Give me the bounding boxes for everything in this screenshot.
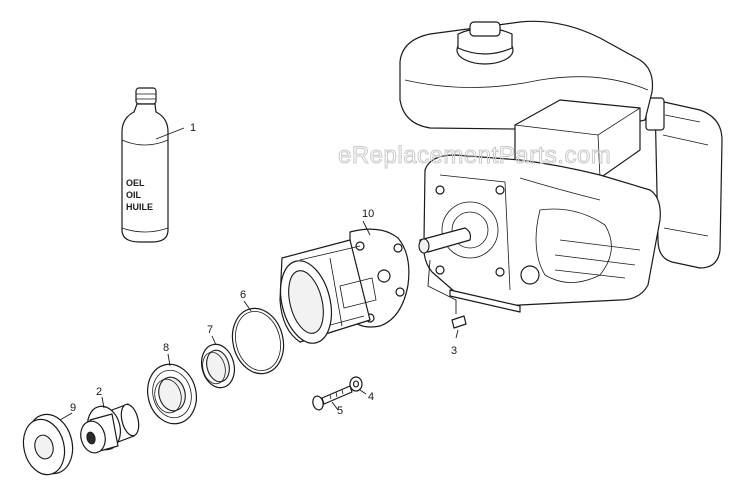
callouts: 1 10 6 7 8 3 2 4 9 5	[70, 122, 457, 417]
callout-7: 7	[207, 324, 213, 336]
leader-lines	[59, 127, 459, 421]
engine	[399, 20, 723, 313]
bolt	[312, 385, 353, 411]
oil-bottle: OEL OIL HUILE	[121, 87, 169, 243]
bottle-label-line-2: OIL	[126, 190, 142, 200]
bottle-label-line-3: HUILE	[126, 202, 153, 212]
callout-9: 9	[70, 402, 76, 414]
callout-1: 1	[190, 122, 196, 134]
pump-housing	[279, 228, 410, 344]
callout-3: 3	[451, 345, 457, 357]
bearing	[147, 363, 197, 425]
impeller	[80, 403, 140, 454]
callout-6: 6	[240, 289, 246, 301]
seal-ring	[200, 343, 236, 389]
callout-5: 5	[337, 405, 343, 417]
callout-2: 2	[96, 386, 102, 398]
lock-washer	[349, 376, 363, 392]
callout-10: 10	[362, 208, 374, 220]
shaft-key	[451, 315, 467, 329]
end-cap	[22, 413, 74, 476]
bottle-label-line-1: OEL	[126, 178, 145, 188]
watermark: eReplacementParts.com	[338, 142, 611, 169]
callout-4: 4	[368, 391, 374, 403]
callout-8: 8	[163, 342, 169, 354]
